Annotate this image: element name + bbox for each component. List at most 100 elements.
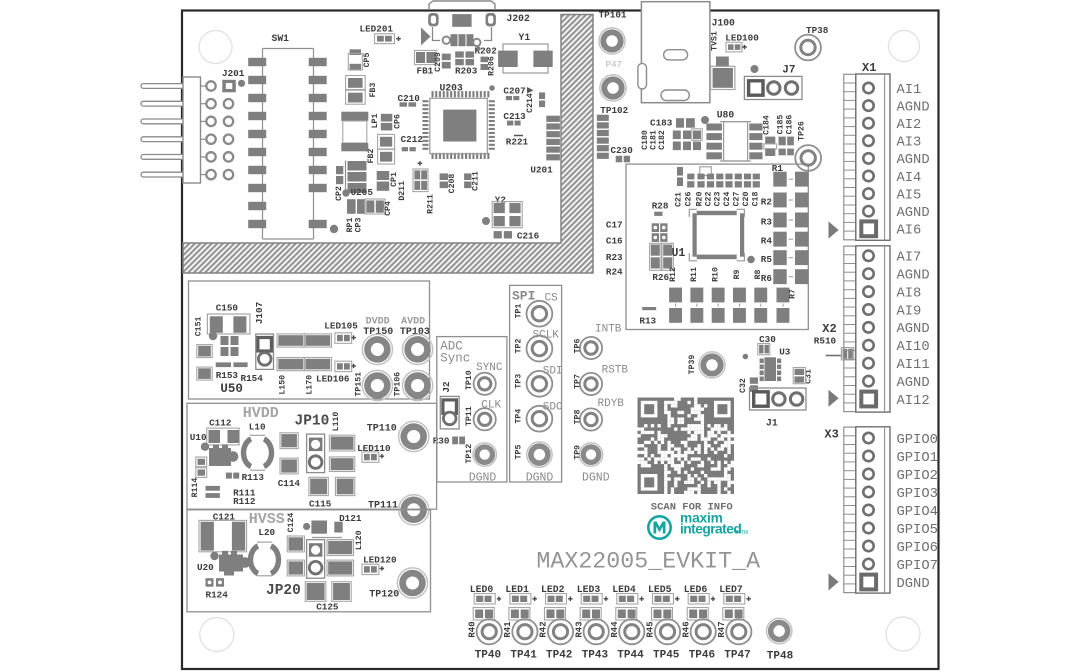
svg-text:GPIO6: GPIO6: [897, 541, 938, 556]
svg-text:LED6: LED6: [684, 584, 708, 595]
svg-text:TP11: TP11: [465, 406, 474, 426]
svg-text:R3: R3: [761, 217, 773, 228]
svg-text:C20: C20: [742, 192, 751, 207]
svg-text:FB2: FB2: [367, 149, 376, 164]
svg-text:GPIO1: GPIO1: [897, 451, 938, 466]
svg-text:JP10: JP10: [295, 414, 330, 430]
svg-text:J201: J201: [222, 68, 245, 79]
svg-text:D121: D121: [339, 513, 362, 524]
svg-text:TP6: TP6: [573, 339, 582, 354]
svg-text:C186: C186: [786, 115, 795, 135]
svg-text:R11: R11: [690, 267, 699, 282]
svg-text:C184: C184: [762, 115, 771, 135]
svg-text:C207: C207: [503, 86, 525, 97]
svg-text:LED201: LED201: [360, 24, 394, 35]
svg-text:P47: P47: [605, 59, 622, 70]
svg-text:AI7: AI7: [897, 251, 922, 266]
svg-text:DGND: DGND: [469, 472, 497, 485]
svg-text:AGND: AGND: [897, 322, 930, 337]
svg-text:CS: CS: [545, 293, 559, 305]
svg-text:LED106: LED106: [316, 373, 350, 384]
svg-text:FB3: FB3: [369, 83, 378, 98]
svg-text:TP3: TP3: [514, 374, 523, 389]
svg-text:R28: R28: [652, 201, 669, 212]
svg-text:DVDD: DVDD: [366, 316, 390, 327]
svg-text:AGND: AGND: [897, 269, 930, 284]
svg-text:C210: C210: [398, 93, 421, 104]
svg-text:R6: R6: [761, 273, 773, 284]
svg-text:TP106: TP106: [394, 372, 403, 397]
svg-text:TP9: TP9: [573, 445, 582, 460]
svg-text:maxim: maxim: [680, 511, 723, 526]
svg-text:TP103: TP103: [400, 327, 430, 338]
svg-text:RSTB: RSTB: [602, 365, 629, 377]
svg-text:LED105: LED105: [324, 320, 358, 331]
svg-text:TP40: TP40: [475, 650, 501, 662]
svg-text:DGND: DGND: [582, 472, 610, 485]
svg-text:R211: R211: [427, 194, 436, 214]
svg-text:C115: C115: [309, 498, 332, 509]
svg-text:R24: R24: [606, 267, 623, 278]
svg-text:X1: X1: [862, 61, 876, 75]
svg-text:RP1: RP1: [346, 218, 355, 233]
svg-text:TP48: TP48: [767, 651, 794, 663]
svg-text:SPI: SPI: [512, 289, 535, 304]
svg-text:AI2: AI2: [897, 118, 922, 133]
svg-text:R154: R154: [241, 373, 264, 384]
svg-text:C150: C150: [216, 303, 239, 314]
svg-text:C30: C30: [759, 334, 776, 345]
svg-text:LED3: LED3: [577, 584, 601, 595]
svg-text:R2: R2: [761, 197, 773, 208]
svg-text:AVDD: AVDD: [401, 316, 425, 327]
svg-text:TP150: TP150: [363, 327, 393, 338]
svg-text:SCAN FOR INFO: SCAN FOR INFO: [651, 502, 733, 514]
svg-text:R42: R42: [539, 621, 549, 637]
svg-text:LED5: LED5: [648, 584, 672, 595]
svg-text:C208: C208: [448, 174, 457, 194]
svg-text:C16: C16: [606, 236, 623, 247]
svg-text:U1: U1: [672, 247, 686, 260]
svg-text:C17: C17: [606, 220, 623, 231]
svg-text:TP47: TP47: [724, 650, 750, 662]
svg-text:J7: J7: [782, 65, 795, 77]
svg-text:L20: L20: [258, 527, 275, 538]
svg-text:GPIO3: GPIO3: [897, 487, 938, 502]
svg-text:L110: L110: [332, 412, 341, 432]
svg-text:C125: C125: [316, 602, 339, 613]
svg-text:SCLK: SCLK: [533, 330, 560, 342]
svg-text:R46: R46: [681, 621, 691, 637]
svg-text:DGND: DGND: [897, 577, 930, 592]
svg-text:R5: R5: [761, 254, 773, 265]
svg-text:TM: TM: [741, 530, 748, 536]
svg-text:TP42: TP42: [546, 650, 572, 662]
svg-text:JP20: JP20: [266, 583, 301, 599]
svg-text:SDO: SDO: [543, 402, 563, 414]
svg-text:AI9: AI9: [897, 304, 922, 319]
svg-text:R7: R7: [788, 289, 797, 299]
svg-text:C209: C209: [434, 52, 443, 72]
svg-text:TP1: TP1: [514, 304, 523, 319]
svg-text:TP10: TP10: [465, 370, 474, 390]
svg-text:TP102: TP102: [600, 105, 628, 116]
svg-text:LED120: LED120: [363, 555, 397, 566]
svg-text:Y2: Y2: [495, 194, 507, 205]
svg-text:TVS1: TVS1: [711, 31, 720, 51]
svg-text:AI5: AI5: [897, 188, 922, 203]
svg-text:TP39: TP39: [688, 355, 697, 375]
svg-text:TP8: TP8: [573, 410, 582, 425]
svg-text:X3: X3: [824, 428, 838, 442]
svg-text:C124: C124: [287, 513, 296, 533]
svg-text:CP6: CP6: [394, 114, 403, 129]
svg-text:AI11: AI11: [897, 358, 930, 373]
svg-text:LED2: LED2: [541, 584, 565, 595]
svg-text:R23: R23: [606, 252, 623, 263]
svg-text:C216: C216: [517, 230, 540, 241]
svg-text:C151: C151: [195, 316, 204, 336]
svg-text:AI1: AI1: [897, 83, 922, 98]
svg-text:INTB: INTB: [595, 324, 622, 336]
svg-text:C180: C180: [641, 130, 650, 150]
svg-text:TP44: TP44: [617, 650, 644, 662]
svg-text:C181: C181: [650, 130, 659, 150]
svg-text:C211: C211: [471, 171, 480, 191]
svg-text:R41: R41: [503, 621, 513, 638]
